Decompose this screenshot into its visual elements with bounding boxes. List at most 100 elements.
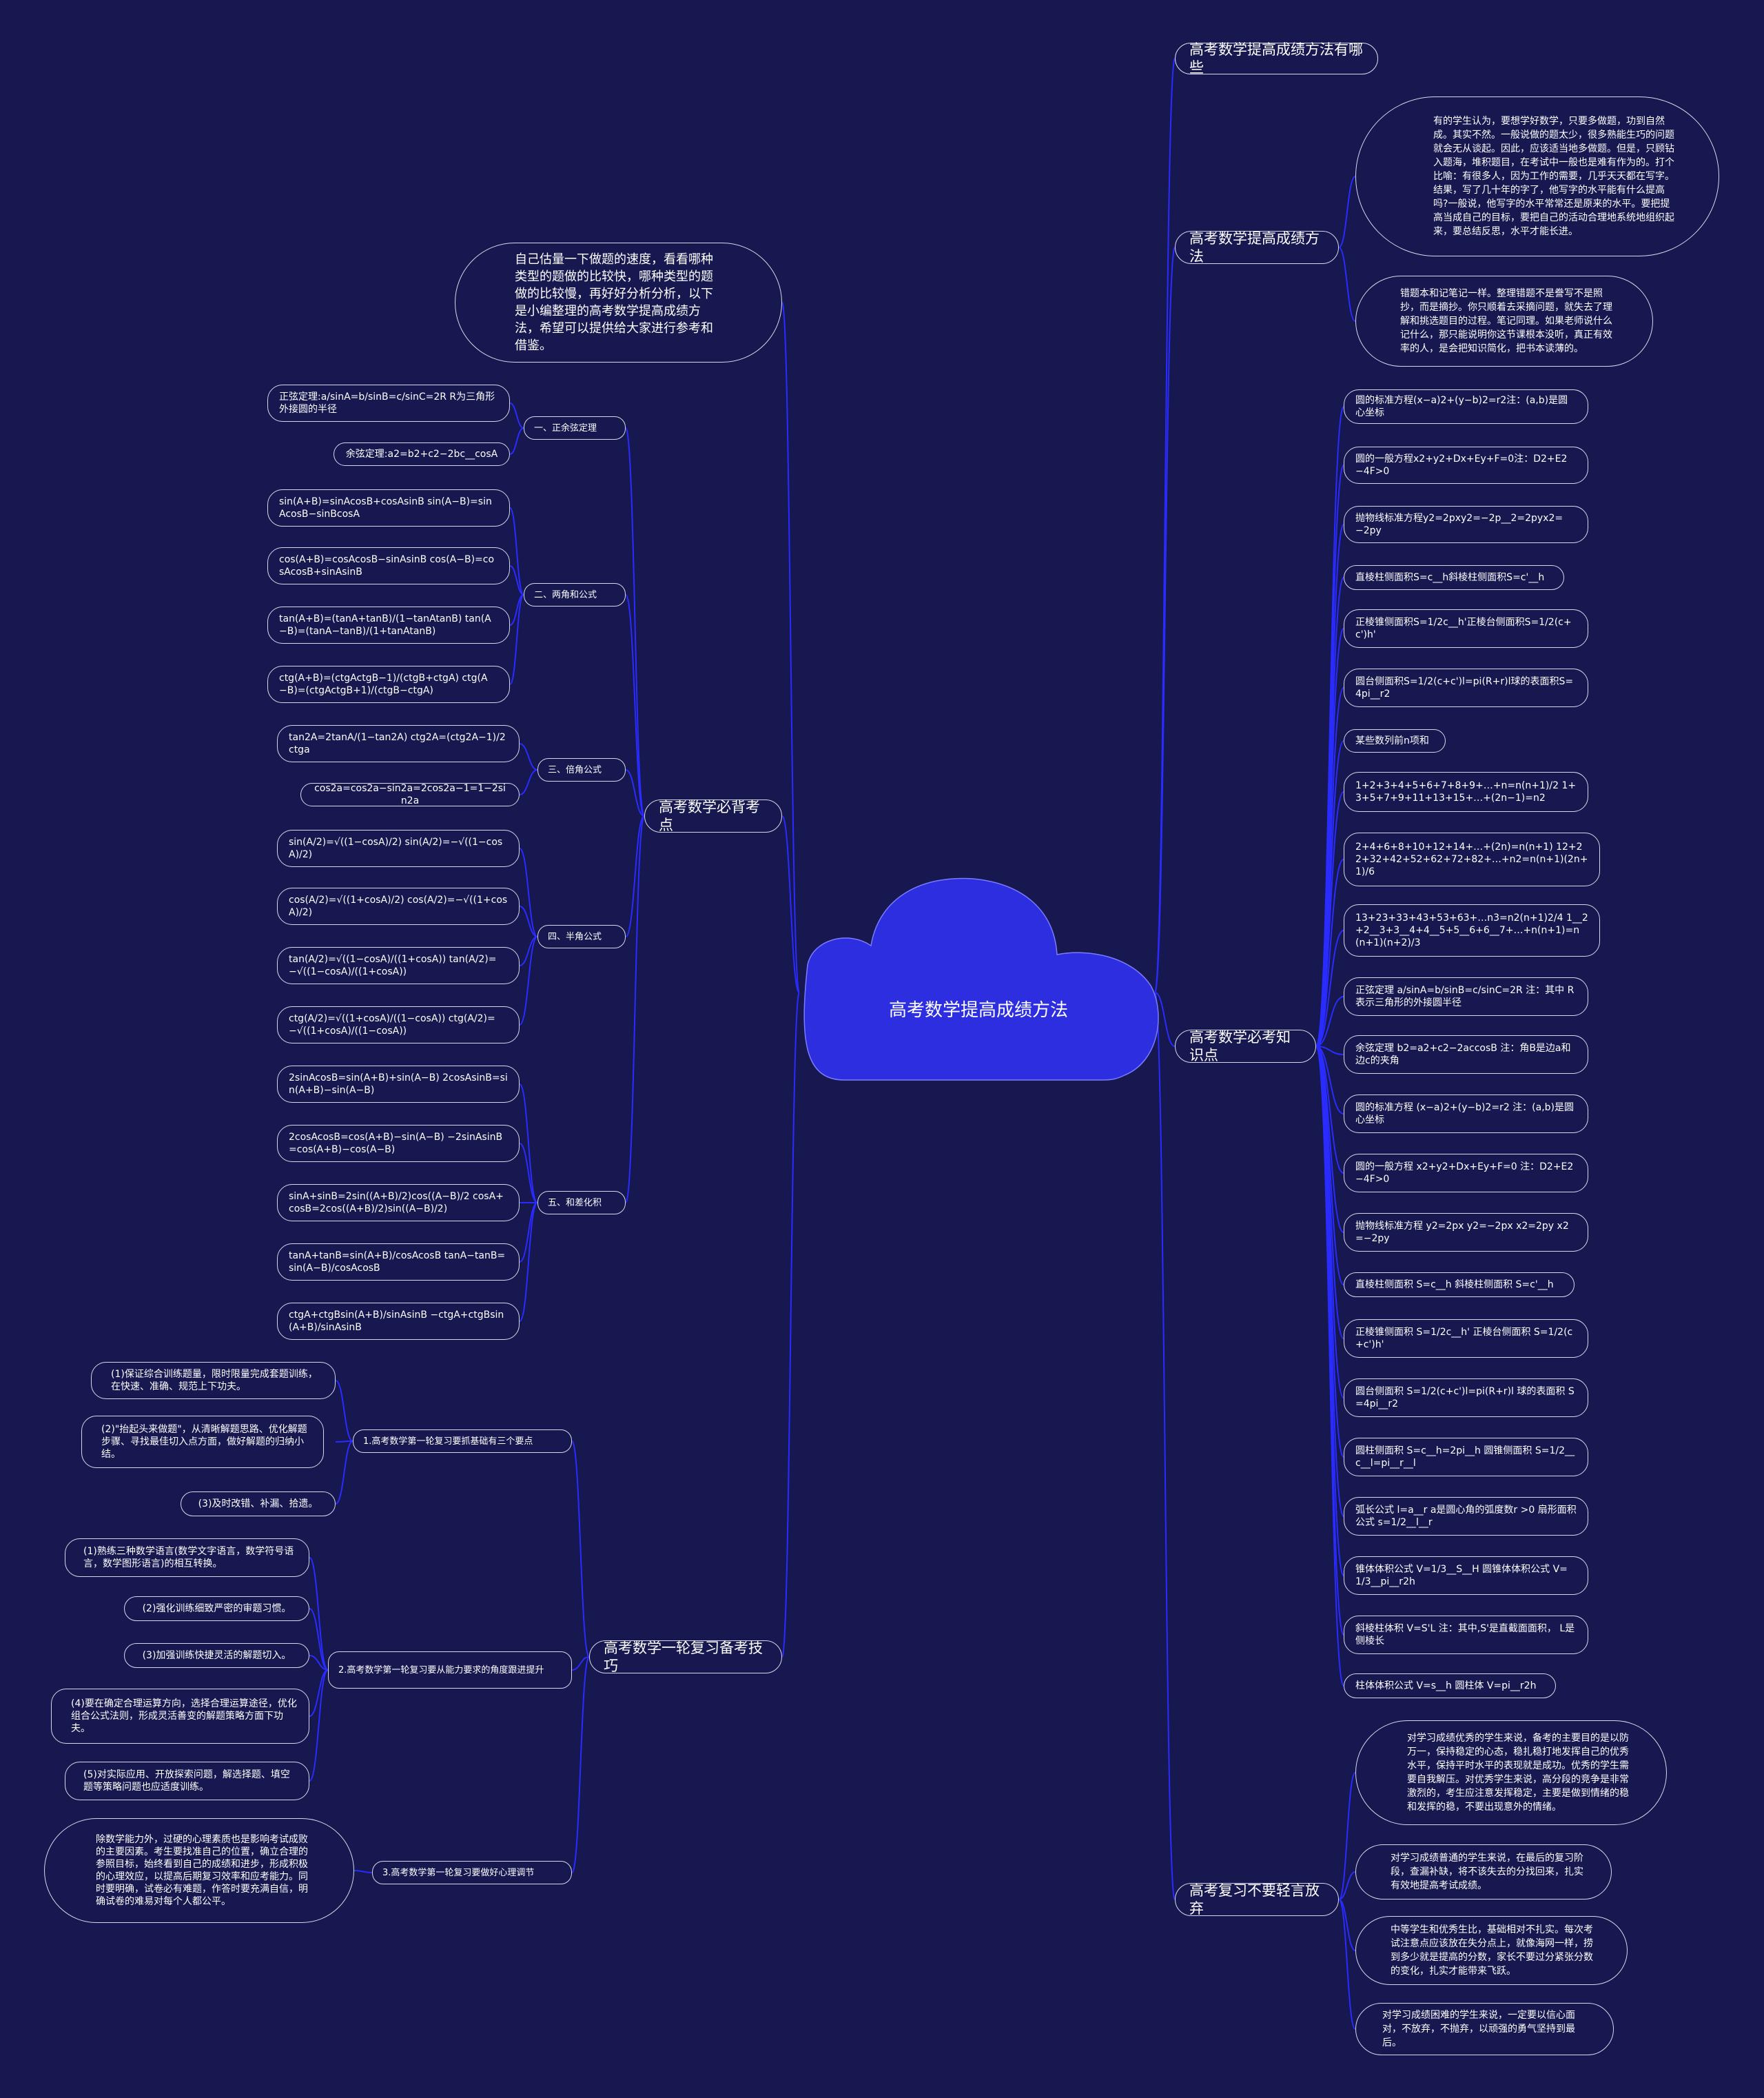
connector-line [571, 1656, 590, 1671]
connector-line [309, 1669, 329, 1782]
leaf-node[interactable]: sin(A+B)=sinAcosB+cosAsinB sin(A−B)=sinA… [267, 489, 510, 527]
leaf-node[interactable]: 圆的一般方程x2+y2+Dx+Ey+F=0注：D2+E2−4F>0 [1344, 447, 1588, 484]
leaf-node[interactable]: 正弦定理:a/sinA=b/sinB=c/sinC=2R R为三角形外接圆的半径 [267, 385, 510, 422]
connector-line [571, 1656, 590, 1873]
leaf-node[interactable]: cos(A+B)=cosAcosB−sinAsinB cos(A−B)=cosA… [267, 547, 510, 584]
leaf-node[interactable]: sin(A/2)=√((1−cosA)/2) sin(A/2)=−√((1−co… [277, 830, 520, 867]
connector-line [1315, 1046, 1344, 1174]
leaf-node[interactable]: cos(A/2)=√((1+cosA)/2) cos(A/2)=−√((1+co… [277, 888, 520, 925]
leaf-node[interactable]: 1+2+3+4+5+6+7+8+9+…+n=n(n+1)/2 1+3+5+7+9… [1344, 772, 1588, 812]
connector-line [519, 743, 538, 771]
branch-node[interactable]: 高考数学必考知识点 [1175, 1029, 1316, 1063]
leaf-node[interactable]: 正弦定理 a/sinA=b/sinB=c/sinC=2R 注：其中 R 表示三角… [1344, 977, 1588, 1016]
connector-line [1154, 992, 1176, 1900]
group-node[interactable]: 2.高考数学第一轮复习要从能力要求的角度跟进提升 [328, 1651, 572, 1689]
branch-node[interactable]: 高考复习不要轻言放弃 [1175, 1882, 1339, 1917]
leaf-node[interactable]: 13+23+33+43+53+63+…n3=n2(n+1)2/4 1__2+2_… [1344, 904, 1600, 957]
leaf-node[interactable]: 直棱柱侧面积S=c__h斜棱柱侧面积S=c'__h [1344, 565, 1564, 590]
leaf-node[interactable]: 错题本和记笔记一样。整理错题不是誊写不是照抄，而是摘抄。你只顺着去采摘问题，就失… [1355, 276, 1653, 367]
connector-line [335, 1380, 353, 1442]
connector-line [519, 848, 538, 937]
leaf-node[interactable]: 锥体体积公式 V=1/3__S__H 圆锥体体积公式 V=1/3__pi__r2… [1344, 1556, 1588, 1595]
leaf-node[interactable]: (5)对实际应用、开放探索问题，解选择题、填空题等策略问题也应适度训练。 [65, 1762, 309, 1800]
connector-line [519, 1202, 538, 1263]
connector-line [309, 1669, 329, 1717]
leaf-node[interactable]: 圆柱侧面积 S=c__h=2pi__h 圆锥侧面积 S=1/2__c__l=pi… [1344, 1438, 1588, 1476]
connector-line [519, 936, 538, 1026]
connector-line [781, 992, 800, 1658]
branch-node[interactable]: 高考数学必背考点 [644, 799, 782, 833]
leaf-node[interactable]: ctgA+ctgBsin(A+B)/sinAsinB −ctgA+ctgBsin… [277, 1303, 520, 1340]
leaf-node[interactable]: 2sinAcosB=sin(A+B)+sin(A−B) 2cosAsinB=si… [277, 1066, 520, 1103]
root-topic[interactable]: 高考数学提高成绩方法 [888, 1000, 1068, 1021]
connector-line [1338, 176, 1356, 248]
group-node[interactable]: 二、两角和公式 [524, 583, 626, 607]
leaf-node[interactable]: 抛物线标准方程 y2=2px y2=−2px x2=2py x2=−2py [1344, 1213, 1588, 1252]
connector-line [1315, 996, 1344, 1047]
connector-line [519, 1202, 538, 1322]
connector-line [519, 906, 538, 937]
leaf-node[interactable]: sinA+sinB=2sin((A+B)/2)cos((A−B)/2 cosA+… [277, 1184, 520, 1221]
connector-line [1315, 791, 1344, 1047]
connector-line [1338, 1871, 1356, 1900]
group-node[interactable]: 三、倍角公式 [537, 758, 626, 782]
connector-line [509, 594, 524, 685]
leaf-node[interactable]: 直棱柱侧面积 S=c__h 斜棱柱侧面积 S=c'__h [1344, 1272, 1575, 1297]
leaf-node[interactable]: 对学习成绩普通的学生来说，在最后的复习阶段，查漏补缺，将不该失去的分找回来，扎实… [1355, 1844, 1612, 1900]
branch-node[interactable]: 高考数学提高成绩方法 [1175, 230, 1339, 265]
leaf-node[interactable]: 余弦定理:a2=b2+c2−2bc__cosA [334, 442, 510, 466]
leaf-node[interactable]: 圆的标准方程 (x−a)2+(y−b)2=r2 注：(a,b)是圆心坐标 [1344, 1094, 1588, 1133]
leaf-node[interactable]: 有的学生认为，要想学好数学，只要多做题，功到自然成。其实不然。一般说做的题太少，… [1355, 96, 1719, 256]
leaf-node[interactable]: 对学习成绩优秀的学生来说，备考的主要目的是以防万一，保持稳定的心态，稳扎稳打地发… [1355, 1720, 1667, 1825]
leaf-node[interactable]: 余弦定理 b2=a2+c2−2accosB 注：角B是边a和边c的夹角 [1344, 1035, 1588, 1074]
leaf-node[interactable]: (3)及时改错、补漏、拾遗。 [181, 1491, 336, 1516]
leaf-node[interactable]: tan(A/2)=√((1−cosA)/((1+cosA)) tan(A/2)=… [277, 947, 520, 984]
group-node[interactable]: 一、正余弦定理 [524, 416, 626, 440]
leaf-node[interactable]: cos2a=cos2a−sin2a=2cos2a−1=1−2sin2a [300, 783, 520, 806]
leaf-node[interactable]: (1)熟练三种数学语言(数学文字语言，数学符号语言，数学图形语言)的相互转换。 [65, 1538, 309, 1577]
leaf-node[interactable]: 2+4+6+8+10+12+14+…+(2n)=n(n+1) 12+22+32+… [1344, 833, 1600, 886]
leaf-node[interactable]: 正棱锥侧面积S=1/2c__h'正棱台侧面积S=1/2(c+c')h' [1344, 609, 1588, 648]
leaf-node[interactable]: 圆的标准方程(x−a)2+(y−b)2=r2注：(a,b)是圆心坐标 [1344, 389, 1588, 424]
leaf-node[interactable]: 抛物线标准方程y2=2pxy2=−2p__2=2pyx2=−2py [1344, 506, 1588, 543]
leaf-node[interactable]: 中等学生和优秀生比，基础相对不扎实。每次考试注意点应该放在失分点上，就像海网一样… [1355, 1916, 1628, 1985]
leaf-node[interactable]: (3)加强训练快捷灵活的解题切入。 [124, 1643, 309, 1668]
branch-node[interactable]: 高考数学提高成绩方法有哪些 [1175, 41, 1378, 76]
group-node[interactable]: 1.高考数学第一轮复习要抓基础有三个要点 [353, 1429, 572, 1453]
leaf-node[interactable]: tan(A+B)=(tanA+tanB)/(1−tanAtanB) tan(A−… [267, 607, 510, 644]
leaf-node[interactable]: 圆的一般方程 x2+y2+Dx+Ey+F=0 注：D2+E2−4F>0 [1344, 1154, 1588, 1192]
leaf-node[interactable]: ctg(A/2)=√((1+cosA)/((1−cosA)) ctg(A/2)=… [277, 1006, 520, 1043]
connector-line [1315, 859, 1344, 1047]
leaf-node[interactable]: (1)保证综合训练题量，限时限量完成套题训练，在快速、准确、规范上下功夫。 [91, 1362, 336, 1399]
leaf-node[interactable]: 除数学能力外，过硬的心理素质也是影响考试成败的主要因素。考生要找准自己的位置，确… [44, 1818, 354, 1923]
group-node[interactable]: 四、半角公式 [537, 925, 626, 948]
connector-line [509, 427, 524, 455]
connector-line [519, 1083, 538, 1203]
leaf-node[interactable]: (2)"抬起头来做题"，从清晰解题思路、优化解题步骤、寻找最佳切入点方面，做好解… [81, 1416, 324, 1468]
intro-node[interactable]: 自己估量一下做题的速度，看看哪种类型的题做的比较快，哪种类型的题做的比较慢，再好… [455, 243, 782, 363]
branch-node[interactable]: 高考数学一轮复习备考技巧 [589, 1640, 782, 1674]
leaf-node[interactable]: (4)要在确定合理运算方向，选择合理运算途径，优化组合公式法则，形成灵活善变的解… [51, 1689, 309, 1744]
connector-line [1338, 1772, 1356, 1900]
group-node[interactable]: 3.高考数学第一轮复习要做好心理调节 [372, 1861, 572, 1884]
group-node[interactable]: 五、和差化积 [537, 1191, 626, 1214]
leaf-node[interactable]: 2cosAcosB=cos(A+B)−sin(A−B) −2sinAsinB=c… [277, 1125, 520, 1162]
leaf-node[interactable]: (2)强化训练细致严密的审题习惯。 [124, 1596, 309, 1621]
connector-line [625, 427, 645, 817]
leaf-node[interactable]: 斜棱柱体积 V=S'L 注：其中,S'是直截面面积， L是侧棱长 [1344, 1616, 1588, 1654]
leaf-node[interactable]: ctg(A+B)=(ctgActgB−1)/(ctgB+ctgA) ctg(A−… [267, 666, 510, 703]
root-cloud[interactable] [803, 877, 1159, 1081]
leaf-node[interactable]: 柱体体积公式 V=s__h 圆柱体 V=pi__r2h [1344, 1673, 1556, 1698]
leaf-node[interactable]: 圆台侧面积S=1/2(c+c')l=pi(R+r)l球的表面积S=4pi__r2 [1344, 669, 1588, 707]
leaf-node[interactable]: 正棱锥侧面积 S=1/2c__h' 正棱台侧面积 S=1/2(c+c')h' [1344, 1319, 1588, 1358]
leaf-node[interactable]: 对学习成绩困难的学生来说，一定要以信心面对，不放弃，不抛弃，以顽强的勇气坚持到最… [1355, 2003, 1614, 2055]
leaf-node[interactable]: 弧长公式 l=a__r a是圆心角的弧度数r >0 扇形面积公式 s=1/2__… [1344, 1497, 1588, 1536]
leaf-node[interactable]: 某些数列前n项和 [1344, 729, 1446, 753]
connector-line [625, 815, 645, 937]
leaf-node[interactable]: tanA+tanB=sin(A+B)/cosAcosB tanA−tanB=si… [277, 1243, 520, 1281]
connector-line [509, 565, 524, 595]
connector-line [1154, 247, 1176, 993]
leaf-node[interactable]: tan2A=2tanA/(1−tan2A) ctg2A=(ctg2A−1)/2c… [277, 725, 520, 762]
leaf-node[interactable]: 圆台侧面积 S=1/2(c+c')l=pi(R+r)l 球的表面积 S=4pi_… [1344, 1378, 1588, 1417]
